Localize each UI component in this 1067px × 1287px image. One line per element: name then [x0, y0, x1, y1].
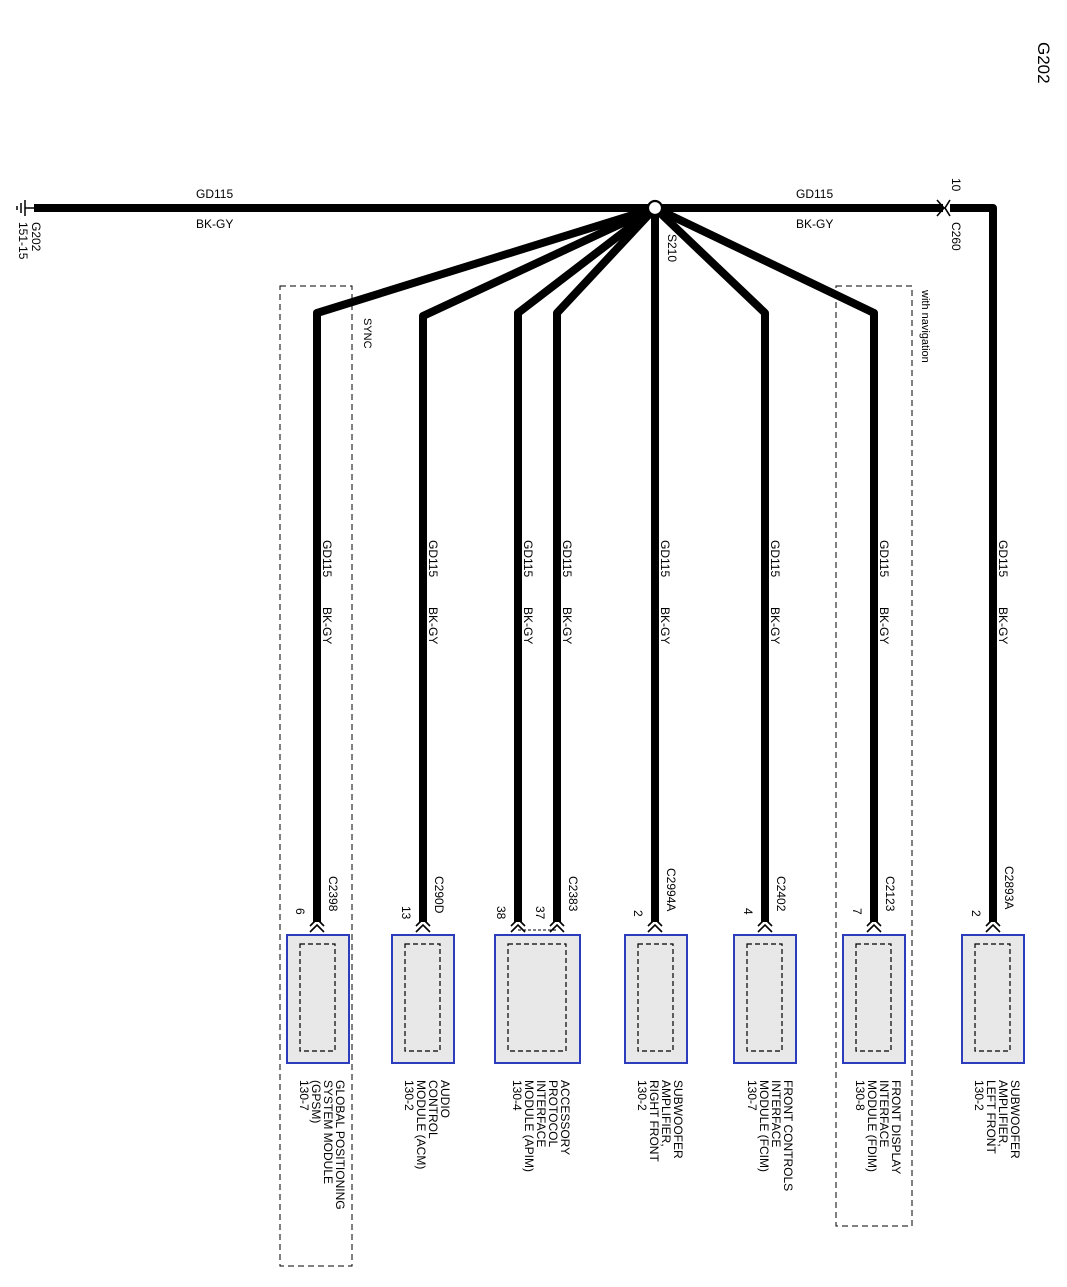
trunk-right-color: BK-GY — [796, 217, 833, 231]
branch-wire-apim-38 — [514, 204, 658, 922]
ground-id: G202 — [29, 222, 43, 252]
ground-page-ref: 151-15 — [16, 222, 30, 260]
branch-color-label: BK-GY — [426, 607, 440, 644]
connector-id: C2994A — [664, 868, 678, 911]
branch-wire-gpsm — [313, 204, 657, 922]
splice-node — [646, 199, 664, 217]
branch-color-label: BK-GY — [658, 607, 672, 644]
connector-pin: 2 — [631, 910, 645, 917]
branch-circuit-label: GD115 — [768, 540, 782, 577]
branch-wire-apim-37 — [553, 205, 658, 922]
branch-wire-acm — [419, 204, 657, 922]
inline-connector-id: C260 — [949, 222, 963, 251]
module-fdim — [842, 934, 906, 1064]
module-subwoofer-lf — [961, 934, 1025, 1064]
branch-circuit-label: GD115 — [658, 540, 672, 577]
trunk-left-circuit: GD115 — [196, 187, 233, 201]
branch-color-label: BK-GY — [560, 607, 574, 644]
branch-circuit-label: GD115 — [320, 540, 334, 577]
module-fcim — [733, 934, 797, 1064]
wire-labels: GD115 BK-GY GD115 BK-GY GD115 BK-GY GD11… — [320, 540, 1010, 644]
connector-id: C2383 — [566, 876, 580, 912]
navigation-option-label: with navigation — [919, 289, 931, 363]
sync-option-label: SYNC — [361, 318, 373, 349]
module-label-apim: ACCESSORY PROTOCOL INTERFACE MODULE (API… — [510, 1080, 572, 1175]
sync-region — [279, 285, 353, 1267]
navigation-region — [835, 285, 913, 1227]
ground-icon — [16, 200, 34, 216]
connector-id: C290D — [432, 876, 446, 914]
inline-connector-icon — [936, 199, 951, 217]
connector-pin: 2 — [969, 910, 983, 917]
module-label-fdim: FRONT DISPLAY INTERFACE MODULE (FDIM) 13… — [853, 1080, 903, 1177]
branch-color-label: BK-GY — [768, 607, 782, 644]
module-label-fcim: FRONT CONTROLS INTERFACE MODULE (FCIM) 1… — [745, 1080, 795, 1194]
branch-wire-fcim — [652, 205, 769, 922]
connector-pin: 4 — [741, 908, 755, 915]
trunk-left-color: BK-GY — [196, 217, 233, 231]
page-title: G202 — [1034, 42, 1053, 84]
module-label-subwoofer-rf: SUBWOOFER AMPLIFIER, RIGHT FRONT 130-2 — [635, 1080, 685, 1165]
connector-pin: 37 — [533, 906, 547, 920]
branch-circuit-label: GD115 — [560, 540, 574, 577]
branch-circuit-label: GD115 — [521, 540, 535, 577]
module-subwoofer-rf — [624, 934, 688, 1064]
branch-circuit-label: GD115 — [996, 540, 1010, 577]
branch-color-label: BK-GY — [320, 607, 334, 644]
module-label-acm: AUDIO CONTROL MODULE (ACM) 130-2 — [402, 1080, 452, 1173]
branch-wire-fdim — [653, 204, 878, 922]
connector-id: C2123 — [883, 876, 897, 912]
module-label-gpsm: GLOBAL POSITIONING SYSTEM MODULE (GPSM) … — [297, 1080, 347, 1213]
branch-circuit-label: GD115 — [877, 540, 891, 577]
splice-id: S210 — [665, 234, 679, 262]
module-acm — [391, 934, 455, 1064]
module-gpsm — [286, 934, 350, 1064]
module-apim — [494, 934, 581, 1064]
connector-id: C2398 — [326, 876, 340, 912]
branch-color-label: BK-GY — [877, 607, 891, 644]
branch-circuit-label: GD115 — [426, 540, 440, 577]
connector-pin: 13 — [399, 906, 413, 920]
branch-color-label: BK-GY — [521, 607, 535, 644]
connector-pin: 7 — [850, 908, 864, 915]
inline-connector-pin: 10 — [949, 178, 963, 192]
wire-right-leg — [950, 204, 997, 922]
connector-id: C2402 — [774, 876, 788, 912]
connector-pin: 38 — [494, 906, 508, 920]
connector-id: C2893A — [1002, 866, 1016, 909]
trunk-right-circuit: GD115 — [796, 187, 833, 201]
module-connector-icons — [309, 917, 1001, 933]
branch-color-label: BK-GY — [996, 607, 1010, 644]
module-label-subwoofer-lf: SUBWOOFER AMPLIFIER, LEFT FRONT 130-2 — [972, 1080, 1022, 1162]
connector-pin: 6 — [293, 908, 307, 915]
